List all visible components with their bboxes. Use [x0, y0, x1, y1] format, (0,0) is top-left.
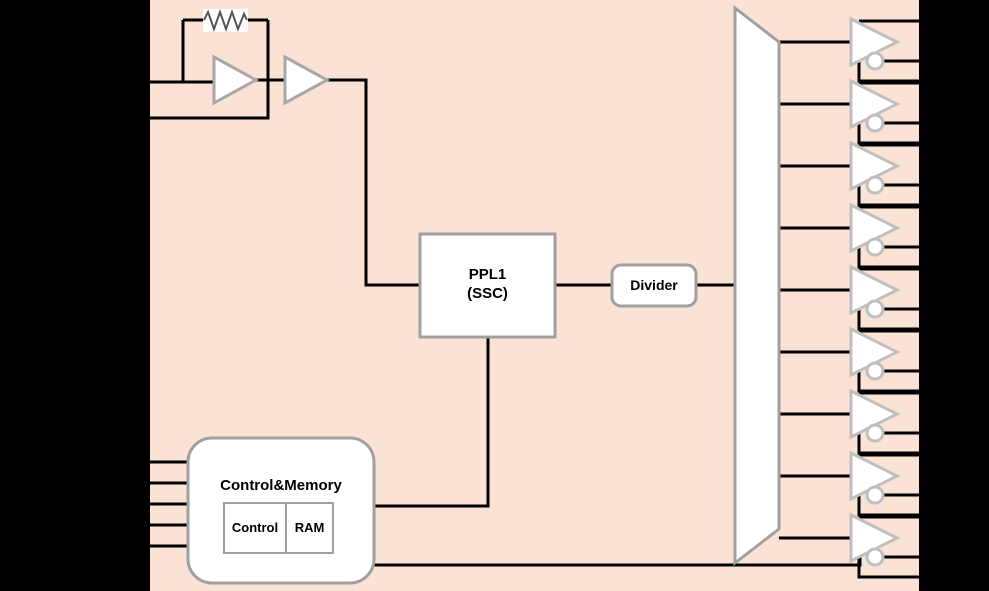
- output-buffer-9-bubble-icon: [865, 547, 885, 567]
- oscillator-buffer-1-icon[interactable]: [212, 54, 260, 106]
- output-buffer-4-bubble-icon: [865, 237, 885, 257]
- ram-sub-block[interactable]: [285, 502, 334, 554]
- output-buffer-2-bubble-icon: [865, 113, 885, 133]
- output-mux-bus[interactable]: [733, 4, 781, 567]
- output-buffer-6-bubble-icon: [865, 361, 885, 381]
- output-buffer-3-bubble-icon: [865, 175, 885, 195]
- mux-fanout-wires: [779, 19, 989, 579]
- wire-xout-pin: [150, 20, 270, 120]
- pll-block[interactable]: [418, 232, 557, 339]
- wire-control-to-pll: [374, 337, 490, 508]
- control-sub-block[interactable]: [223, 502, 287, 554]
- output-buffer-group: [849, 16, 901, 567]
- output-buffer-8-bubble-icon: [865, 485, 885, 505]
- divider-block[interactable]: [610, 263, 698, 308]
- wire-osc-out: [327, 78, 420, 287]
- resistor-zigzag-icon[interactable]: [203, 8, 248, 33]
- oscillator-buffer-2-icon[interactable]: [283, 54, 331, 106]
- wire-output-enable-bus: [374, 540, 862, 567]
- output-buffer-7-bubble-icon: [865, 423, 885, 443]
- output-buffer-5-bubble-icon: [865, 299, 885, 319]
- output-buffer-1-bubble-icon: [865, 51, 885, 71]
